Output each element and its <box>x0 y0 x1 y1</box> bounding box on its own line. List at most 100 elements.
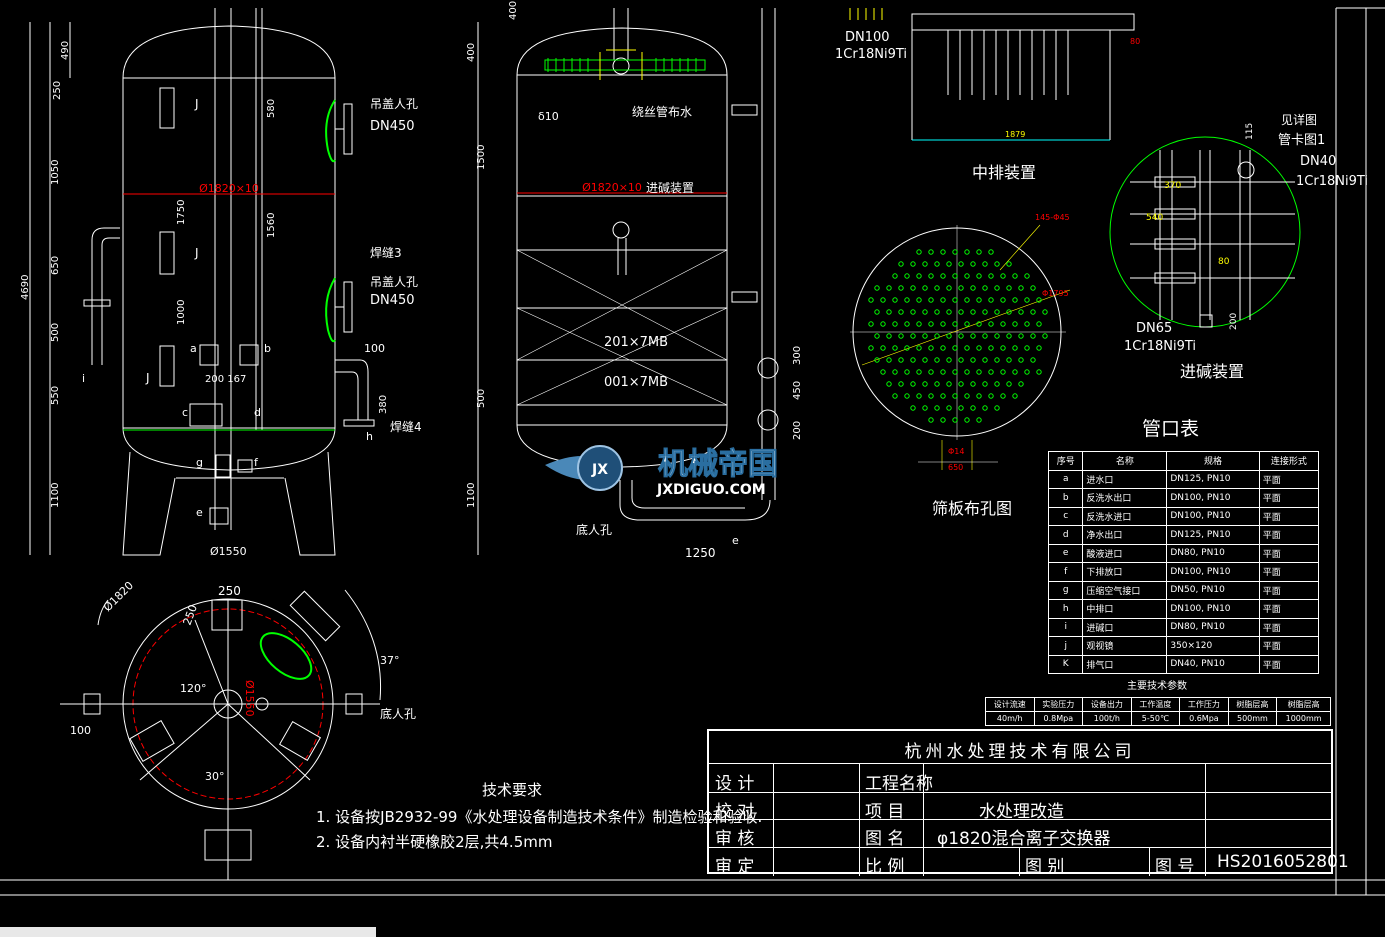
dim-500: 500 <box>50 323 61 342</box>
sieve-hole <box>1030 285 1036 291</box>
sieve-hole <box>946 333 952 339</box>
tech-item-2: 2. 设备内衬半硬橡胶2层,共4.5mm <box>316 833 552 851</box>
port-cell: K <box>1047 654 1084 674</box>
left-vessel <box>83 8 375 556</box>
middle-dimensions: 400 1500 500 1100 400 300 450 200 δ10 绕丝… <box>466 1 803 560</box>
sieve-hole <box>874 333 880 339</box>
port-header-conn: 连接形式 <box>1258 451 1320 471</box>
sieve-hole <box>898 381 904 387</box>
plan-dim-250a: 250 <box>218 584 241 598</box>
dim-650: 650 <box>50 256 61 275</box>
sieve-hole <box>946 261 952 267</box>
sieve-hole <box>910 309 916 315</box>
sieve-hole <box>952 249 958 255</box>
mid-top-dim: 400 <box>508 1 519 20</box>
sieve-hole <box>958 405 964 411</box>
port-cell: 进碱口 <box>1082 617 1168 637</box>
horizontal-scrollbar[interactable] <box>0 927 376 937</box>
mid-dim-450: 450 <box>792 381 803 400</box>
alkali-device: 见详图 管卡图1 DN40 1Cr18Ni9Ti DN65 1Cr18Ni9Ti… <box>1109 112 1368 381</box>
sieve-hole <box>952 273 958 279</box>
tb-design: 设 计 <box>715 774 755 794</box>
company-name: 杭州水处理技术有限公司 <box>904 742 1136 762</box>
sieve-hole <box>1036 321 1042 327</box>
sieve-hole <box>874 309 880 315</box>
sieve-hole <box>904 297 910 303</box>
sieve-hole <box>1000 321 1006 327</box>
port-cell: DN100, PN10 <box>1166 488 1260 508</box>
port-cell: 压缩空气接口 <box>1082 580 1168 600</box>
sieve-hole <box>892 393 898 399</box>
sieve-hole <box>946 285 952 291</box>
port-cell: DN100, PN10 <box>1166 562 1260 582</box>
sieve-hole <box>928 297 934 303</box>
watermark: JX 机械帝国 JXDIGUO.COM <box>545 445 779 498</box>
sieve-hole <box>964 345 970 351</box>
sieve-hole <box>916 393 922 399</box>
port-cell: 平面 <box>1258 599 1320 619</box>
sieve-hole <box>916 321 922 327</box>
port-cell: 350×120 <box>1166 636 1260 656</box>
sieve-hole <box>910 357 916 363</box>
drain-title: 中排装置 <box>972 163 1036 182</box>
sieve-hole <box>880 321 886 327</box>
sieve-hole <box>988 321 994 327</box>
sieve-hole <box>928 369 934 375</box>
mid-dim-400: 400 <box>466 43 477 62</box>
sieve-hole <box>928 417 934 423</box>
label-a: a <box>190 342 197 355</box>
manhole-mid-size: DN450 <box>370 293 415 308</box>
params-value-cell: 0.8Mpa <box>1033 711 1084 726</box>
sieve-hole <box>934 285 940 291</box>
left-dimensions: 490 250 1050 650 500 550 1100 4690 1750 … <box>20 22 422 558</box>
sieve-hole <box>970 261 976 267</box>
tech-item-1: 1. 设备按JB2932-99《水处理设备制造技术条件》制造检验和验收. <box>316 808 762 826</box>
sieve-hole <box>910 261 916 267</box>
alkali-device-label: 进碱装置 <box>646 181 694 195</box>
port-cell: DN125, PN10 <box>1166 469 1260 489</box>
sieve-hole <box>1036 345 1042 351</box>
plan-dim-250b: 250 <box>181 603 200 627</box>
sieve-hole <box>892 321 898 327</box>
plan-angle-120: 120° <box>180 682 207 695</box>
plan-dim-100: 100 <box>70 724 91 737</box>
port-cell: 平面 <box>1258 636 1320 656</box>
sieve-hole <box>982 333 988 339</box>
sieve-hole <box>886 357 892 363</box>
sieve-hole <box>970 405 976 411</box>
alkali-title: 进碱装置 <box>1180 362 1244 381</box>
label-f: f <box>254 456 259 469</box>
label-g: g <box>196 456 203 469</box>
tb-review: 审 核 <box>715 829 755 849</box>
sieve-hole <box>886 381 892 387</box>
sieve-hole <box>1012 369 1018 375</box>
sieve-hole <box>958 309 964 315</box>
plan-dia: Ø1820 <box>101 579 136 614</box>
middle-drain-text: DN100 1Cr18Ni9Ti 1879 80 中排装置 <box>835 30 1140 182</box>
sieve-hole <box>994 309 1000 315</box>
port-cell: 观视镜 <box>1082 636 1168 656</box>
sieve-hole <box>994 405 1000 411</box>
port-cell: h <box>1047 599 1084 619</box>
port-table-header: 序号 名称 规格 连接形式 <box>1047 451 1320 471</box>
drain-dim-80: 80 <box>1130 37 1140 46</box>
dim-490: 490 <box>60 41 71 60</box>
sieve-hole <box>886 333 892 339</box>
port-cell: 下排放口 <box>1082 562 1168 582</box>
sieve-hole <box>928 393 934 399</box>
tb-category-label: 图 别 <box>1025 857 1065 877</box>
sieve-hole <box>904 369 910 375</box>
port-cell: DN50, PN10 <box>1166 580 1260 600</box>
sieve-hole <box>934 261 940 267</box>
sieve-hole <box>868 321 874 327</box>
sieve-hole <box>976 297 982 303</box>
sieve-hole <box>976 345 982 351</box>
sieve-hole <box>898 285 904 291</box>
sieve-hole <box>964 249 970 255</box>
sieve-hole <box>922 405 928 411</box>
sieve-hole <box>1024 369 1030 375</box>
